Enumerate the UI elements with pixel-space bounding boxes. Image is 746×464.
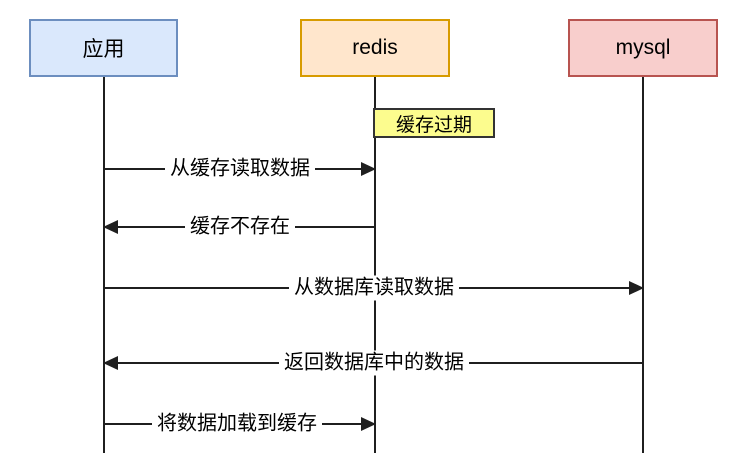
lifeline-redis — [374, 77, 376, 453]
actor-box-app: 应用 — [29, 19, 178, 77]
lifeline-mysql — [642, 77, 644, 453]
note-box: 缓存过期 — [373, 108, 495, 138]
message-2-label: 缓存不存在 — [185, 214, 295, 240]
message-5-label: 将数据加载到缓存 — [152, 411, 322, 437]
message-1-label: 从缓存读取数据 — [165, 156, 315, 182]
arrowhead-icon — [102, 356, 118, 370]
actor-box-mysql: mysql — [568, 19, 718, 77]
arrowhead-icon — [361, 162, 376, 176]
actor-label-mysql: mysql — [615, 36, 671, 59]
arrowhead-icon — [629, 281, 644, 295]
actor-box-redis: redis — [300, 19, 450, 77]
note-label: 缓存过期 — [395, 114, 472, 136]
message-4-label: 返回数据库中的数据 — [279, 350, 469, 376]
actor-label-redis: redis — [352, 36, 398, 59]
message-3-label: 从数据库读取数据 — [289, 275, 459, 301]
arrowhead-icon — [102, 220, 118, 234]
actor-label-app: 应用 — [82, 38, 125, 61]
lifeline-app — [102, 77, 105, 453]
arrowhead-icon — [361, 417, 376, 431]
